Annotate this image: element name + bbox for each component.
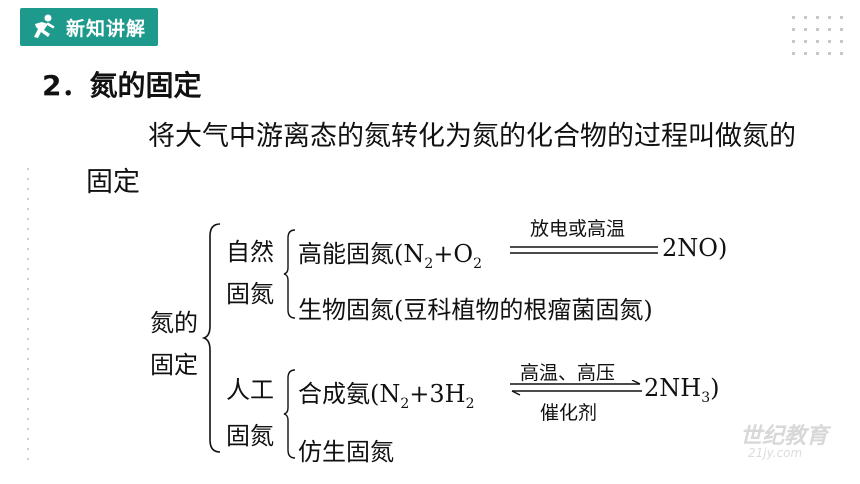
watermark-brand: 世纪教育	[740, 424, 829, 449]
running-person-icon	[34, 14, 55, 38]
dot-grid-decoration	[792, 16, 843, 55]
o2-subscript: 2	[473, 256, 483, 272]
high-energy-fixation: 高能固氮(N2+O2	[298, 234, 483, 272]
natural-label-line1: 自然	[226, 238, 274, 266]
reversible-arrow	[510, 380, 642, 396]
watermark-site: 21jy.com	[748, 446, 803, 460]
discharge-condition: 放电或高温	[530, 218, 626, 240]
high-energy-prefix: 高能固氮(N	[298, 240, 425, 268]
artificial-label-line1: 人工	[226, 376, 274, 404]
high-energy-product: 2NO)	[662, 234, 728, 262]
n2-subscript-2: 2	[400, 396, 410, 412]
ammonia-mid: +3H	[409, 380, 466, 408]
ammonia-prefix: 合成氨(N	[298, 380, 401, 408]
root-label-line1: 氮的	[150, 309, 198, 337]
artificial-brace	[283, 369, 296, 459]
ammonia-product-close: )	[710, 374, 720, 402]
section-badge: 新知讲解	[20, 8, 158, 46]
catalyst-condition: 催化剂	[540, 402, 598, 424]
h2-subscript: 2	[465, 396, 475, 412]
root-label-line2: 固定	[150, 351, 198, 379]
natural-label-line2: 固氮	[226, 280, 274, 308]
section-heading: 2．氮的固定	[42, 69, 202, 102]
badge-label: 新知讲解	[66, 17, 147, 40]
biological-fixation: 生物固氮(豆科植物的根瘤菌固氮)	[298, 296, 653, 324]
definition-paragraph: 将大气中游离态的氮转化为氮的化合物的过程叫做氮的固定	[86, 121, 796, 198]
ammonia-synthesis: 合成氨(N2+3H2	[298, 374, 475, 412]
biomimetic-fixation: 仿生固氮	[298, 438, 394, 466]
n2-subscript: 2	[424, 256, 434, 272]
equals-sign	[510, 246, 658, 254]
high-temp-pressure-condition: 高温、高压	[520, 362, 616, 384]
high-energy-mid: +O	[433, 240, 474, 268]
side-dotted-line	[27, 168, 29, 468]
ammonia-product: 2NH3)	[644, 374, 720, 406]
ammonia-product-formula: 2NH	[644, 374, 702, 402]
main-brace	[202, 223, 221, 453]
artificial-label-line2: 固氮	[226, 422, 274, 450]
natural-brace	[283, 229, 296, 319]
nh3-subscript: 3	[701, 390, 711, 406]
